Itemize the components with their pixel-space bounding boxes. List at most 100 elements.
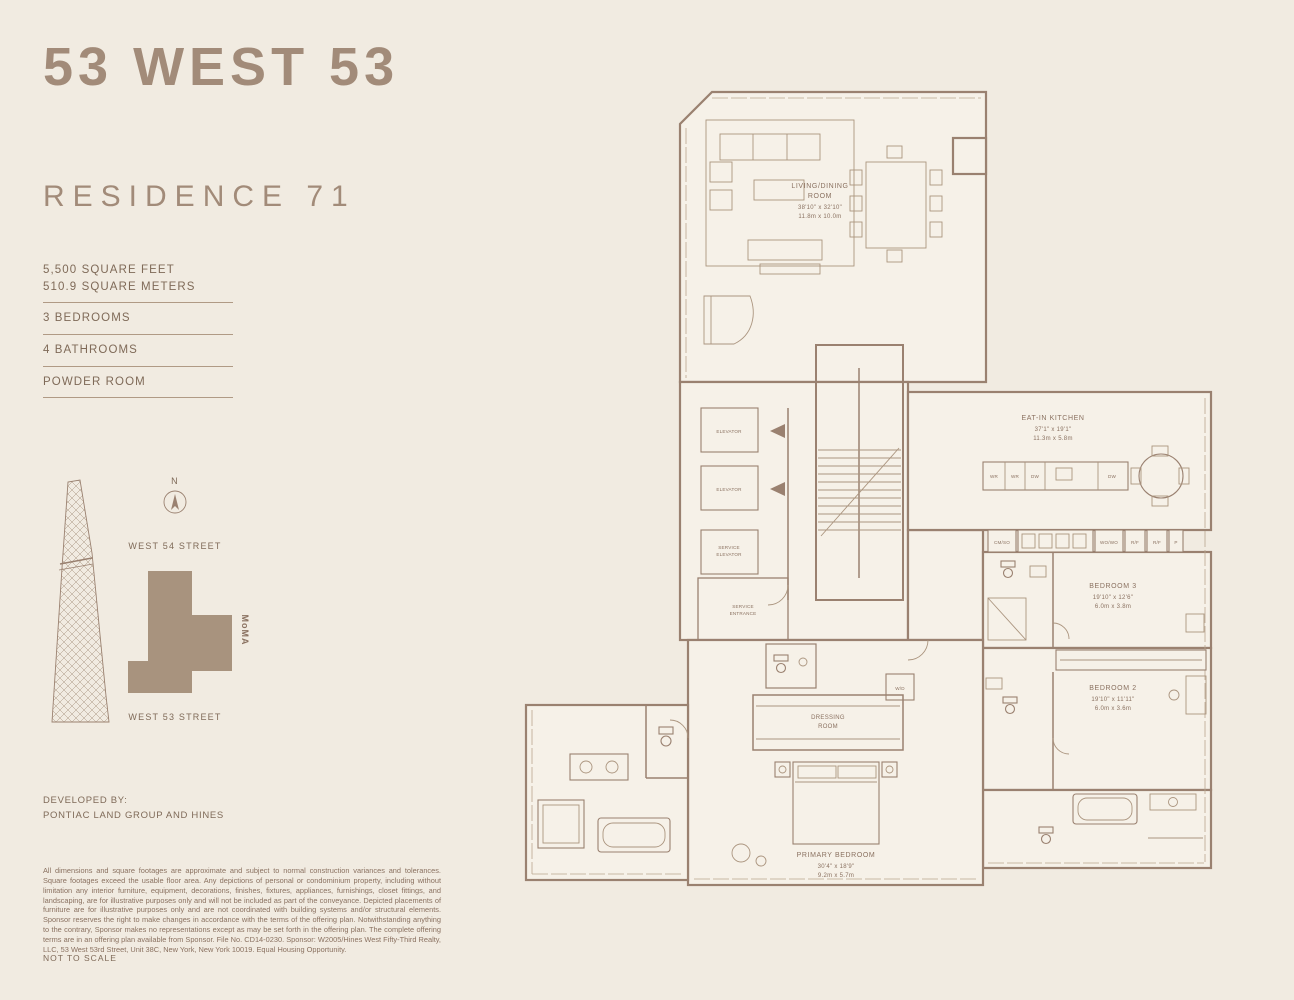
- area-rug: [705, 119, 855, 267]
- kitchen-dims-m: 11.3m x 5.8m: [1033, 436, 1073, 442]
- chair: [1151, 495, 1169, 507]
- bathtub: [597, 817, 671, 853]
- bedroom3-label: BEDROOM 3: [1089, 583, 1136, 590]
- elevator-shaft: [700, 407, 759, 453]
- pillow: [797, 765, 837, 779]
- sofa: [747, 239, 823, 261]
- primary-bedroom: PRIMARY BEDROOM 30'4" x 18'9" 9.2m x 5.7…: [731, 639, 929, 879]
- building-logo: 53 WEST 53: [43, 37, 400, 97]
- toilet: [1002, 696, 1018, 704]
- dining-chair: [849, 221, 863, 238]
- tower-illustration: [51, 479, 110, 723]
- side-table: [755, 855, 767, 867]
- dressing-room-label-1: DRESSING: [811, 715, 845, 721]
- chair: [1151, 445, 1169, 457]
- spec-bathrooms: 4 BATHROOMS: [43, 342, 233, 367]
- north-label: N: [171, 476, 179, 486]
- dressing-room: DRESSING ROOM: [752, 694, 904, 751]
- bedroom-2-bath: [1038, 793, 1203, 845]
- residence-title: RESIDENCE 71: [43, 180, 356, 213]
- shower: [537, 799, 585, 849]
- primary-bedroom-dims-m: 9.2m x 5.7m: [818, 873, 854, 879]
- primary-bath: [537, 705, 689, 853]
- island-label-wr1: WR: [990, 474, 999, 479]
- laundry-closet: W/D: [885, 673, 915, 701]
- shower: [987, 597, 1027, 641]
- grand-piano: [703, 295, 754, 345]
- appliance-wall: CM/SO WO/WO R/F R/F P: [987, 529, 1184, 553]
- appliance-label-cmso: CM/SO: [994, 540, 1010, 545]
- sink: [1029, 565, 1047, 578]
- chair: [1178, 467, 1190, 485]
- dining-chair: [929, 195, 943, 212]
- dining-chair: [886, 145, 903, 159]
- dining-area: [849, 145, 943, 263]
- armchair: [731, 843, 751, 863]
- living-room-label-2: ROOM: [808, 193, 832, 200]
- elevator-bank: ELEVATOR ELEVATOR SERVICE ELEVATOR: [700, 407, 789, 600]
- spec-bedrooms: 3 BEDROOMS: [43, 310, 233, 336]
- service-elevator-label-1: SERVICE: [718, 545, 739, 550]
- appliance-label-rf1: R/F: [1131, 540, 1139, 545]
- landmark-label-moma: MoMA: [240, 615, 250, 646]
- chair: [1130, 467, 1142, 485]
- closets: [1055, 649, 1207, 671]
- dining-chair: [849, 169, 863, 186]
- north-compass: N: [163, 476, 187, 514]
- elevator-door-arrow-icon: [770, 482, 785, 496]
- door-swing: [907, 639, 929, 661]
- toilet: [658, 726, 674, 735]
- appliance-label-p: P: [1174, 540, 1177, 545]
- bedroom-3: BEDROOM 3 19'10" x 12'6" 6.0m x 3.8m: [987, 552, 1205, 648]
- service-entrance: SERVICE ENTRANCE: [697, 577, 789, 641]
- elevator-2-label: ELEVATOR: [716, 487, 742, 492]
- living-room-label: LIVING/DINING: [791, 183, 848, 190]
- kitchen-island: [982, 461, 1129, 491]
- door-swing: [669, 719, 689, 739]
- nightstand: [881, 761, 898, 778]
- spec-list: 5,500 SQUARE FEET 510.9 SQUARE METERS 3 …: [43, 262, 233, 405]
- powder-room: [765, 643, 817, 689]
- dining-table: [865, 161, 927, 249]
- floor-plan: LIVING/DINING ROOM 38'10" x 32'10" 11.8m…: [524, 90, 1213, 887]
- elevator-shaft: [700, 465, 759, 511]
- coffee-table: [753, 179, 805, 201]
- sink: [1168, 797, 1178, 807]
- spec-area-ft: 5,500 SQUARE FEET: [43, 264, 175, 276]
- vanity: [1149, 793, 1197, 811]
- service-elevator-shaft: [700, 529, 759, 575]
- toilet: [1000, 560, 1016, 568]
- service-entrance-label-1: SERVICE: [732, 604, 753, 609]
- kitchen-label: EAT-IN KITCHEN: [1021, 415, 1084, 422]
- dining-chair: [849, 195, 863, 212]
- double-vanity: [569, 753, 629, 781]
- cabinet-run: [1017, 529, 1094, 553]
- window-lines: [531, 97, 1206, 880]
- compass-circle: [163, 490, 187, 514]
- desk: [1185, 675, 1207, 715]
- door-swing: [767, 584, 789, 606]
- service-elevator-label-2: ELEVATOR: [716, 552, 742, 557]
- desk-chair: [1168, 689, 1180, 701]
- bed: [792, 761, 880, 845]
- compass-needle-icon: [171, 494, 179, 510]
- bathtub: [1072, 793, 1138, 825]
- bedroom2-dims-m: 6.0m x 3.6m: [1095, 706, 1131, 712]
- living-room: LIVING/DINING ROOM 38'10" x 32'10" 11.8m…: [703, 119, 855, 345]
- street-label-west54: WEST 54 STREET: [128, 541, 221, 551]
- site-map: N WEST 54 STREET MoMA WEST 53 STREET: [51, 476, 250, 723]
- island-label-dw1: DW: [1031, 474, 1040, 479]
- toilet: [773, 654, 789, 662]
- toilet: [1038, 826, 1054, 834]
- not-to-scale-note: NOT TO SCALE: [43, 953, 117, 963]
- door-swing: [1052, 622, 1070, 640]
- living-room-dims-ft: 38'10" x 32'10": [798, 205, 842, 211]
- nightstand: [774, 761, 791, 778]
- bedroom3-dims-m: 6.0m x 3.8m: [1095, 604, 1131, 610]
- spec-area-m: 510.9 SQUARE METERS: [43, 280, 196, 293]
- console: [759, 263, 821, 275]
- legal-disclaimer: All dimensions and square footages are a…: [43, 866, 441, 954]
- breakfast-table: [1138, 453, 1184, 499]
- lounge-chair: [709, 189, 733, 211]
